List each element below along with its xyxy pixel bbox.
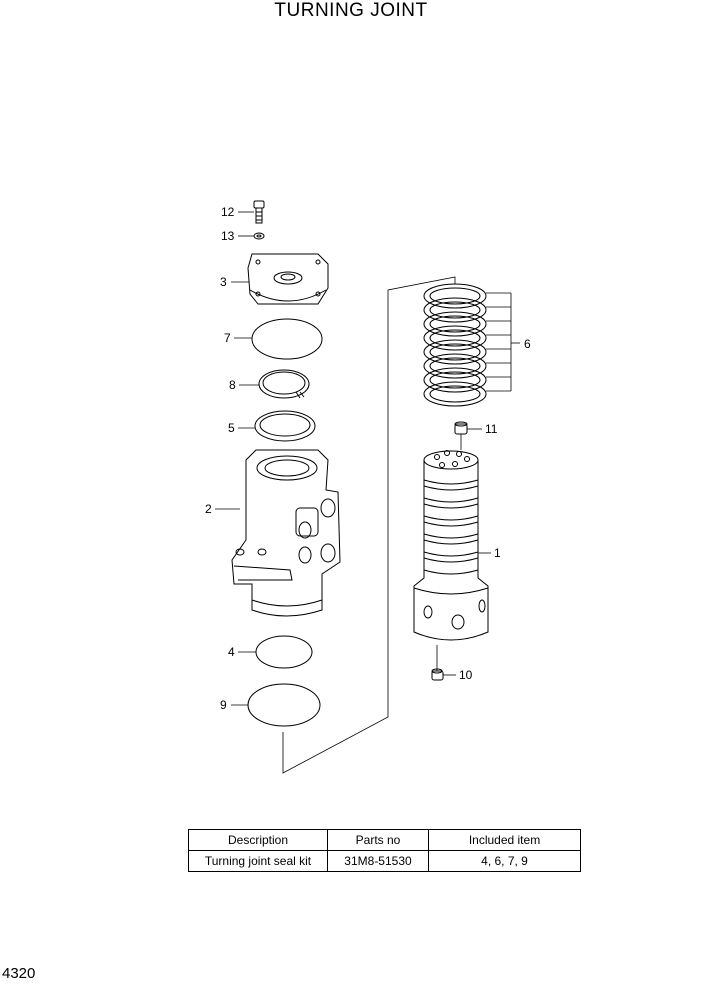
callout-4: 4 <box>228 645 235 659</box>
table-header-row: Description Parts no Included item <box>188 829 581 851</box>
column-header: Parts no <box>327 829 429 851</box>
callout-5: 5 <box>228 421 235 435</box>
shaft-part-1 <box>413 450 489 641</box>
table-row: Turning joint seal kit 31M8-51530 4, 6, … <box>188 850 581 872</box>
callout-bracket-6 <box>486 292 520 392</box>
seal-stack-part-6 <box>423 283 487 407</box>
assembly-guide-lines <box>282 276 462 774</box>
plug-part-10 <box>431 668 444 681</box>
leader-lines <box>215 211 491 706</box>
parts-table: Description Parts no Included item Turni… <box>188 829 581 872</box>
washer-part-13 <box>253 232 265 240</box>
table-cell: Turning joint seal kit <box>188 850 328 872</box>
callout-11: 11 <box>485 422 498 436</box>
oring-part-7 <box>251 318 323 360</box>
callout-12: 12 <box>221 205 235 219</box>
seal-part-5 <box>254 410 316 442</box>
callout-13: 13 <box>221 229 235 243</box>
callout-1: 1 <box>494 546 501 560</box>
callout-10: 10 <box>459 668 473 682</box>
callout-2: 2 <box>205 502 212 516</box>
table-cell: 31M8-51530 <box>327 850 429 872</box>
page-number: 4320 <box>2 965 36 982</box>
callout-3: 3 <box>220 275 227 289</box>
oring-part-9 <box>247 683 321 727</box>
column-header: Included item <box>428 829 581 851</box>
callout-9: 9 <box>220 698 227 712</box>
plug-part-11 <box>454 421 468 435</box>
callout-6: 6 <box>524 337 531 351</box>
cover-part-3 <box>247 253 329 305</box>
bolt-part-12 <box>253 200 265 224</box>
table-cell: 4, 6, 7, 9 <box>428 850 581 872</box>
housing-part-2 <box>231 449 341 617</box>
page-title: TURNING JOINT <box>274 0 428 21</box>
callout-7: 7 <box>224 331 231 345</box>
oring-part-4 <box>255 635 313 669</box>
snap-ring-part-8 <box>258 369 310 399</box>
callout-8: 8 <box>229 378 236 392</box>
column-header: Description <box>188 829 328 851</box>
